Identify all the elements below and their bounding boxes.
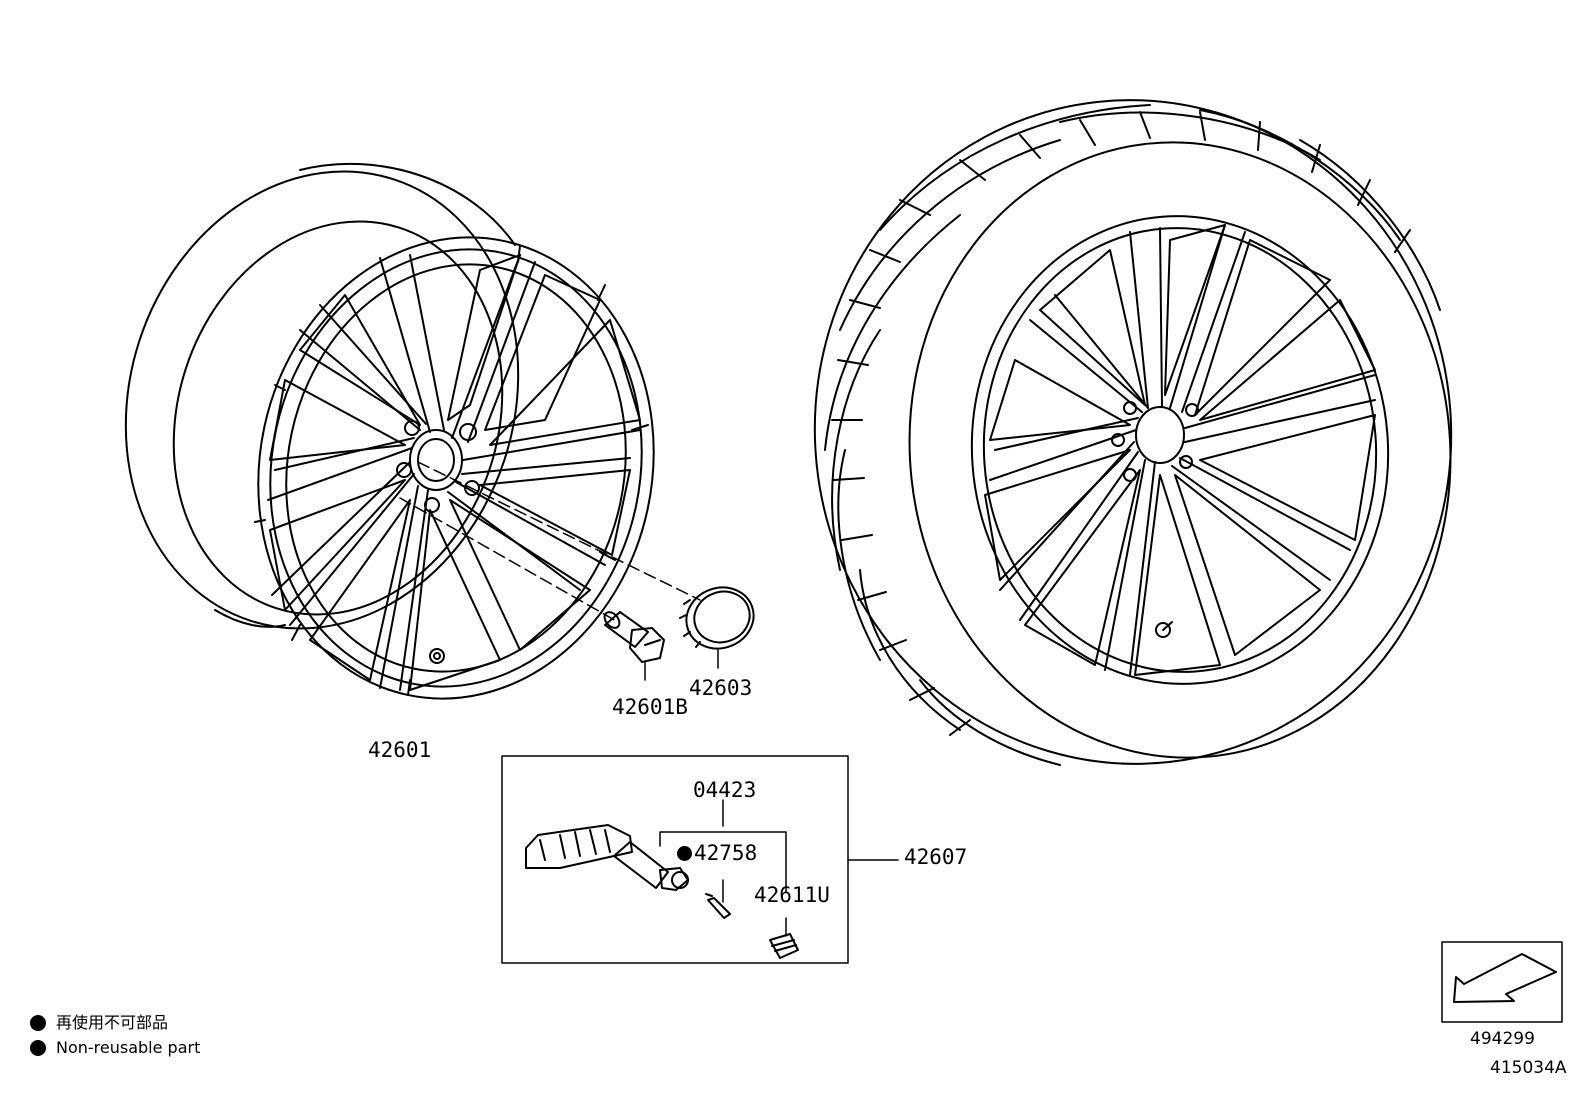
arrow-box-reference-number[interactable]: 494299	[1470, 1029, 1535, 1049]
part-label-lug-bolt[interactable]: 42601B	[612, 695, 688, 719]
legend-text-ja: 再使用不可部品	[56, 1013, 169, 1032]
legend-row-en: Non-reusable part	[30, 1038, 200, 1058]
lug-bolt-drawing	[603, 611, 665, 681]
part-label-wheel[interactable]: 42601	[368, 738, 432, 762]
part-label-valve[interactable]: 42758	[677, 841, 757, 865]
reference-arrow-box	[1441, 941, 1563, 1023]
diagram-id: 415034A	[1490, 1058, 1567, 1078]
center-cap-drawing	[679, 586, 755, 669]
part-label-valve-number: 42758	[694, 841, 758, 865]
bullet-dot-icon	[30, 1015, 46, 1031]
bullet-dot-icon	[30, 1040, 46, 1056]
legend-row-ja: 再使用不可部品	[30, 1013, 168, 1033]
non-reusable-dot-icon	[677, 845, 692, 861]
part-label-valve-cap[interactable]: 42611U	[754, 883, 830, 907]
legend-text-en: Non-reusable part	[56, 1038, 201, 1057]
tire-assembly-drawing	[813, 99, 1453, 766]
part-label-sensor[interactable]: 04423	[693, 778, 757, 802]
wheel-rim-drawing	[124, 162, 701, 700]
part-label-tpms-kit[interactable]: 42607	[904, 845, 968, 869]
tpms-kit-box	[501, 755, 899, 964]
part-label-center-cap[interactable]: 42603	[689, 676, 753, 700]
